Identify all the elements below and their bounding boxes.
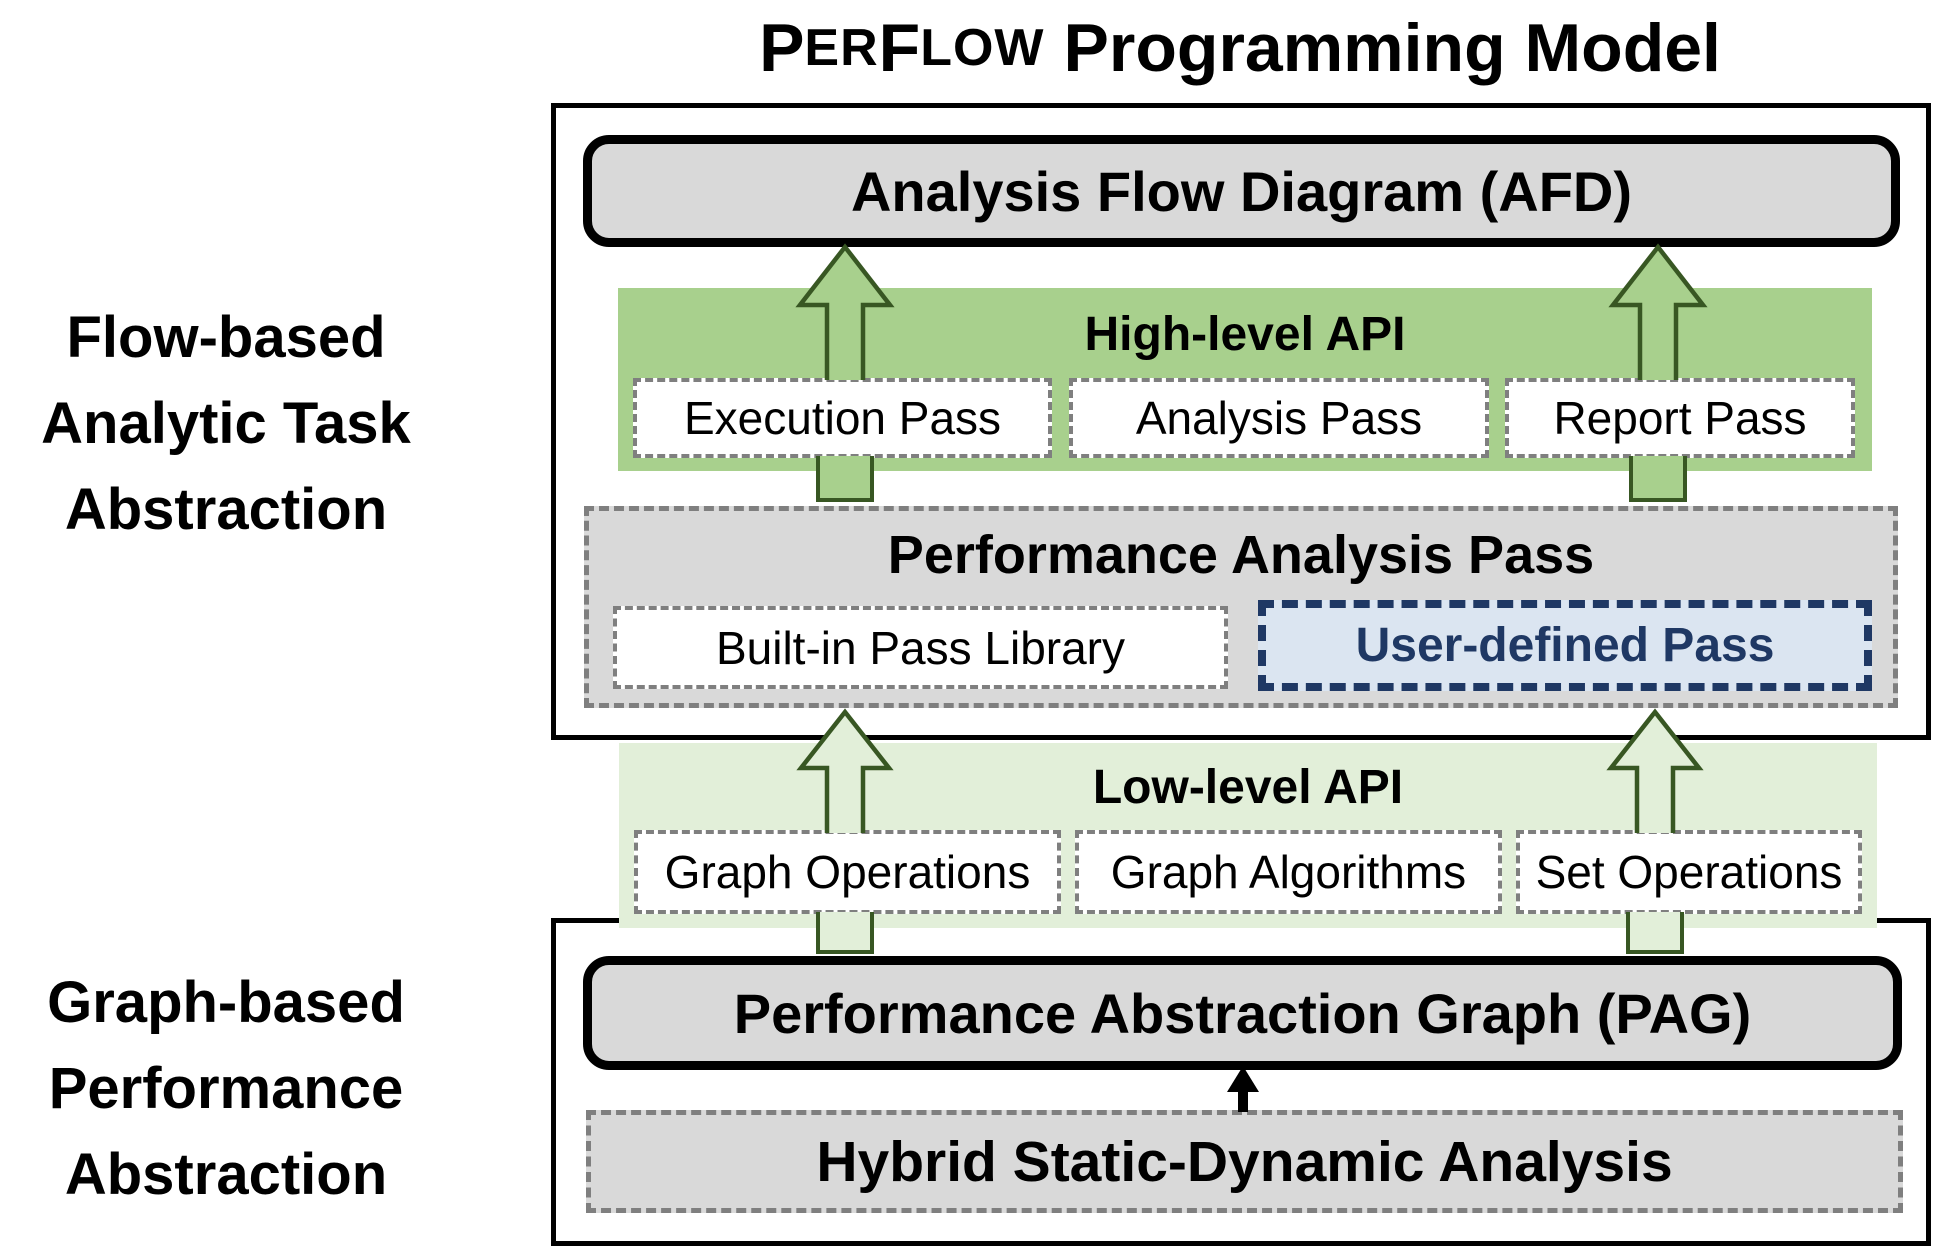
performance-analysis-pass-label: Performance Analysis Pass (887, 525, 1595, 585)
built-in-pass-library-box: Built-in Pass Library (613, 606, 1228, 689)
analysis-flow-diagram-box: Analysis Flow Diagram (AFD) (583, 135, 1900, 247)
title-perflow-f: F (878, 9, 921, 86)
report-pass-box: Report Pass (1505, 378, 1855, 458)
side-label-graph-based-performance-abstraction: Graph-based Performance Abstraction (0, 960, 452, 1218)
execution-pass-box: Execution Pass (633, 378, 1052, 458)
title-perflow-low: LOW (920, 18, 1045, 77)
side-label-line: Graph-based (47, 970, 405, 1035)
side-label-line: Abstraction (64, 477, 388, 542)
side-label-line: Flow-based (66, 305, 386, 370)
set-operations-box: Set Operations (1516, 830, 1862, 914)
analysis-pass-box: Analysis Pass (1069, 378, 1489, 458)
side-label-line: Abstraction (64, 1142, 388, 1207)
title-perflow-er: ER (804, 18, 879, 77)
hybrid-static-dynamic-analysis-box: Hybrid Static-Dynamic Analysis (586, 1110, 1903, 1213)
side-label-line: Analytic Task (41, 391, 411, 456)
user-defined-pass-box: User-defined Pass (1258, 600, 1872, 691)
high-level-api-label: High-level API (1084, 307, 1406, 361)
performance-abstraction-graph-box: Performance Abstraction Graph (PAG) (583, 956, 1902, 1070)
side-label-line: Performance (48, 1056, 404, 1121)
side-label-flow-based-analytic-task-abstraction: Flow-based Analytic Task Abstraction (0, 295, 452, 553)
title-suffix: Programming Model (1063, 9, 1721, 86)
graph-algorithms-box: Graph Algorithms (1075, 830, 1502, 914)
title-perflow-p: P (759, 9, 805, 86)
low-level-api-label: Low-level API (1092, 760, 1404, 814)
graph-operations-box: Graph Operations (634, 830, 1061, 914)
